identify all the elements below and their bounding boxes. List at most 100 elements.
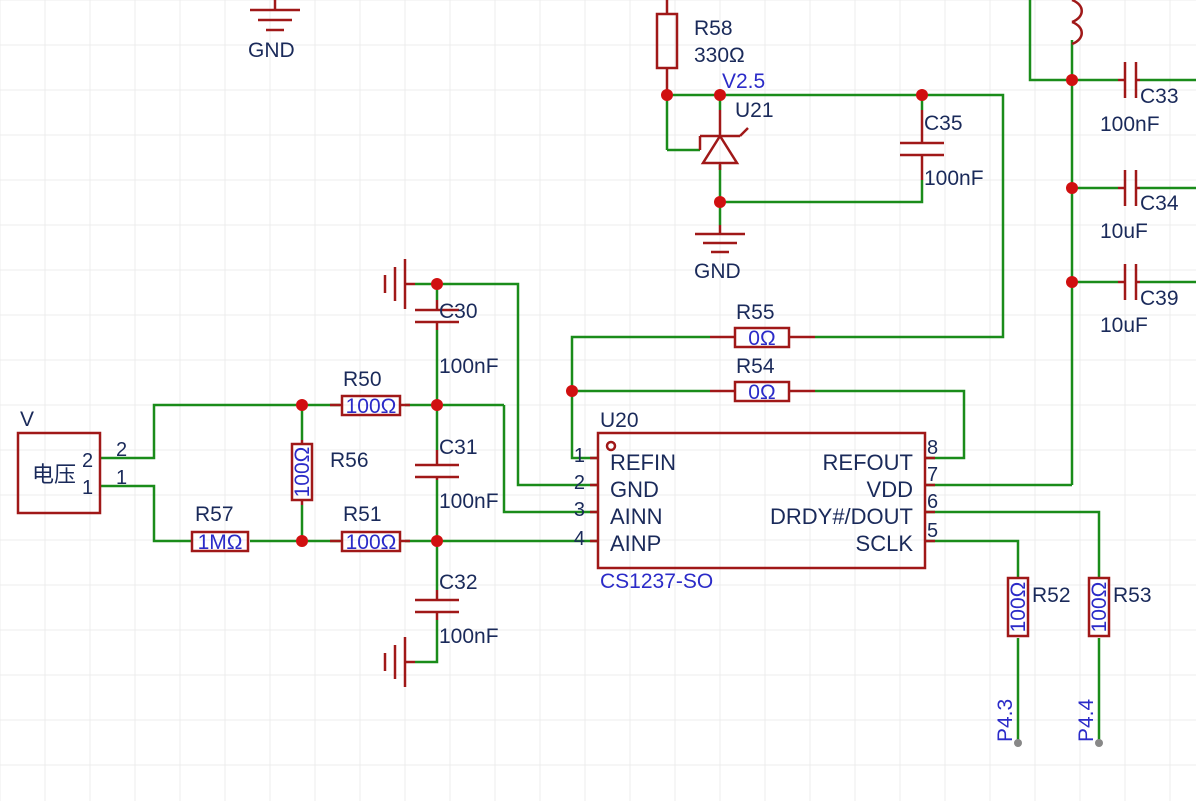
u20-pin-num: 7 [927, 464, 938, 486]
r55-ref: R55 [736, 301, 775, 324]
c32-symbol [415, 590, 459, 620]
connector-inner-pin-2: 2 [82, 450, 93, 472]
c33-symbol [1118, 62, 1140, 98]
connector-ref: V [20, 408, 34, 431]
u20-pin-name: DRDY#/DOUT [770, 504, 913, 529]
junction-dot [296, 535, 308, 547]
wires [100, 0, 1196, 742]
u21-symbol [698, 110, 749, 170]
r52-value: 100Ω [1007, 582, 1030, 633]
pin1-marker [605, 440, 617, 452]
u20-pin-num: 8 [927, 437, 938, 459]
u21-ref: U21 [735, 99, 774, 122]
u20-pin-name: SCLK [856, 531, 914, 556]
connector-inner-pin-1: 1 [82, 477, 93, 499]
r57-value: 1MΩ [198, 531, 243, 554]
wire [667, 93, 1005, 339]
gnd-symbol-u21 [695, 225, 745, 254]
u20-body [596, 431, 927, 570]
wire [100, 403, 340, 460]
c30-value: 100nF [439, 355, 499, 378]
c30-ref: C30 [439, 300, 478, 323]
junction-dot [296, 399, 308, 411]
c31-ref: C31 [439, 436, 478, 459]
r55-value: 0Ω [748, 327, 775, 350]
wire [925, 539, 1020, 578]
wire [415, 282, 598, 487]
r58-body [655, 12, 679, 70]
port-terminal [1095, 739, 1103, 747]
u20-part: CS1237-SO [600, 570, 713, 593]
connector-outer-pin-1: 1 [116, 467, 127, 489]
c31-symbol [415, 450, 459, 480]
r51-ref: R51 [343, 503, 382, 526]
junction-dot [714, 89, 726, 101]
parts [16, 0, 1140, 687]
u20-ref: U20 [600, 409, 639, 432]
u20-pin-num: 6 [927, 491, 938, 513]
junction-dot [1066, 276, 1078, 288]
u20-pin-name: REFIN [610, 450, 676, 475]
c32-value: 100nF [439, 625, 499, 648]
c34-value: 10uF [1100, 220, 1148, 243]
r56-value: 100Ω [291, 447, 314, 498]
gnd-label: GND [694, 260, 741, 283]
r58-value: 330Ω [694, 44, 745, 67]
c31-value: 100nF [439, 490, 499, 513]
wire [1028, 0, 1118, 82]
junction-dot [1066, 182, 1078, 194]
u20-pin-name: GND [610, 477, 659, 502]
wire [570, 335, 710, 460]
r53-value: 100Ω [1088, 582, 1111, 633]
wire [100, 484, 192, 543]
port-p44-label: P4.4 [1075, 698, 1098, 742]
r51-value: 100Ω [346, 531, 397, 554]
c39-ref: C39 [1140, 287, 1179, 310]
r50-ref: R50 [343, 368, 382, 391]
junction-dot [566, 385, 578, 397]
junction-dot [661, 89, 673, 101]
c30-symbol [415, 300, 459, 330]
u20-pin-name: VDD [867, 477, 913, 502]
r53-ref: R53 [1113, 584, 1152, 607]
u20-pin-num: 1 [574, 445, 585, 467]
c35-symbol [900, 110, 944, 180]
u20-pin-name: AINN [610, 504, 663, 529]
junction-dot [431, 278, 443, 290]
u20-pin-num: 4 [574, 528, 585, 550]
gnd-symbol-c32 [383, 637, 415, 687]
junction-dot [431, 399, 443, 411]
r57-ref: R57 [195, 503, 234, 526]
wire [502, 405, 598, 514]
r56-ref: R56 [330, 449, 369, 472]
u20-pin-num: 3 [574, 499, 585, 521]
wire [925, 510, 1101, 578]
port-terminal [1014, 739, 1022, 747]
connector-body [16, 431, 102, 515]
wire [720, 180, 924, 204]
u20-pin-name: REFOUT [823, 450, 913, 475]
v25-net-label: V2.5 [722, 70, 765, 93]
junction-dot [714, 196, 726, 208]
c33-ref: C33 [1140, 85, 1179, 108]
r57-body [190, 530, 250, 553]
r52-ref: R52 [1032, 584, 1071, 607]
c33-value: 100nF [1100, 113, 1160, 136]
gnd-symbol-c30 [383, 259, 415, 309]
labels: GND GND R58 330Ω V2.5 U21 C35 100nF C33 … [20, 17, 1179, 742]
u20-pin-num: 2 [574, 472, 585, 494]
c35-ref: C35 [924, 112, 963, 135]
junctions [296, 74, 1103, 747]
junction-dot [431, 535, 443, 547]
u20-pin-name: AINP [610, 531, 661, 556]
u20-pin-num: 5 [927, 520, 938, 542]
c34-ref: C34 [1140, 192, 1179, 215]
r58-ref: R58 [694, 17, 733, 40]
r50-value: 100Ω [346, 395, 397, 418]
gnd-symbol-top-left [250, 0, 300, 32]
gnd-label: GND [248, 39, 295, 62]
connector-name: 电压 [32, 462, 76, 487]
